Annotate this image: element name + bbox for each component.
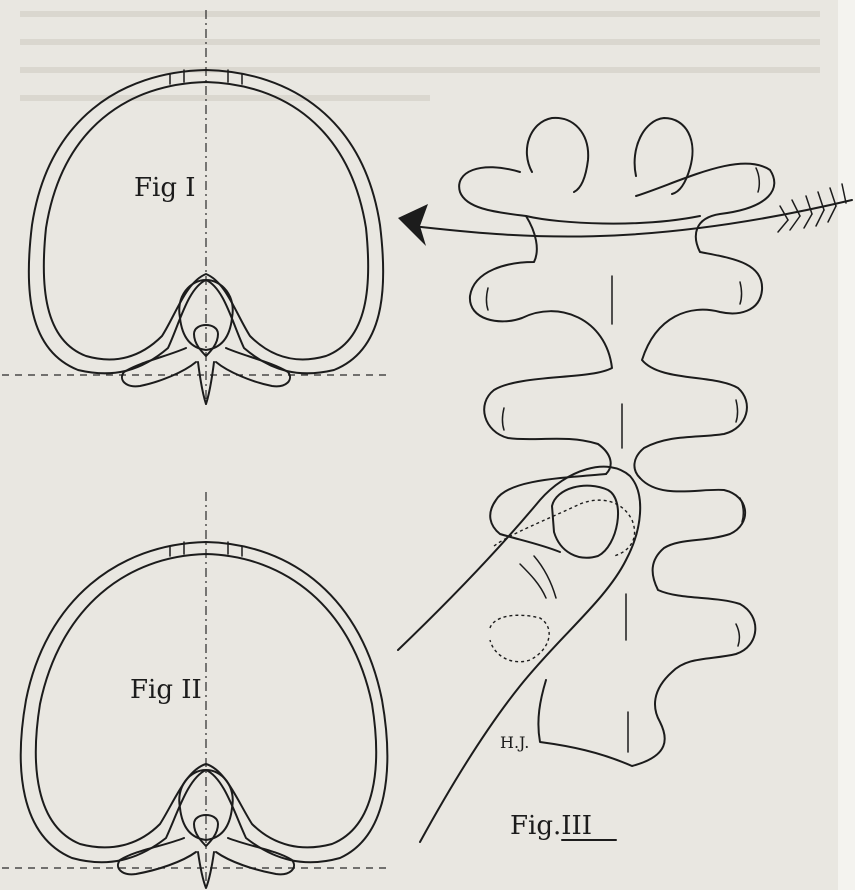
signature-initials: H.J. <box>500 733 529 752</box>
fig3-facet-5 <box>736 400 738 422</box>
fig3-thumbnail <box>552 486 618 558</box>
bleed-through-text <box>20 14 820 98</box>
fig3-arrow-head <box>398 204 428 246</box>
fig3-articular-process-right <box>635 118 693 194</box>
fig3-facet-3 <box>740 282 742 304</box>
fig3-facet-1 <box>756 168 759 192</box>
page-edge <box>838 0 855 890</box>
fig3-facet-4 <box>503 408 505 430</box>
fig3-spine-outline <box>459 167 612 474</box>
fig3-lower-vertebrae <box>538 478 755 766</box>
fig3-facet-7 <box>736 624 739 646</box>
fig1-transverse-process-left <box>122 348 196 386</box>
fig3-articular-process-left <box>527 118 588 192</box>
figure-3-vertebral-column: H.J. Fig.III <box>398 118 852 842</box>
fig3-spine-outline-right <box>634 164 774 478</box>
figure-2-thorax-cross-section: Fig II <box>2 492 392 890</box>
fig3-thumb <box>398 467 640 842</box>
fig3-top-vertebra-body <box>526 216 700 224</box>
fig3-facet-2 <box>487 288 489 310</box>
fig1-transverse-process-right <box>216 348 290 386</box>
fig2-label: Fig II <box>130 675 202 705</box>
fig1-label: Fig I <box>134 173 196 203</box>
fig3-arrow-shaft <box>412 200 852 237</box>
fig3-label: Fig.III <box>510 811 592 841</box>
fig3-thumb-crease <box>520 556 556 598</box>
